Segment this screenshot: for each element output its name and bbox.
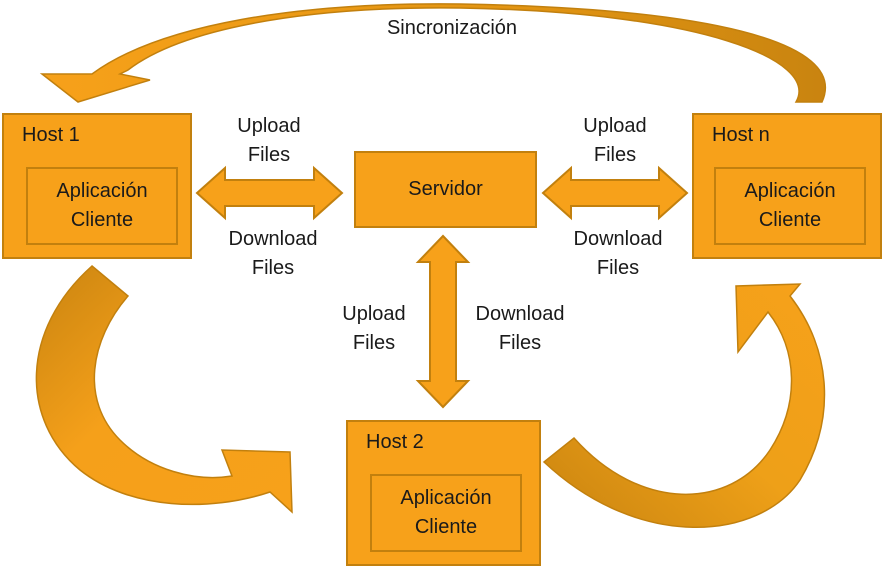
host1-to-host2-curved-arrow (35, 265, 293, 514)
hostn-box: Host n Aplicación Cliente (692, 113, 882, 259)
server-hostn-double-arrow (541, 165, 689, 221)
left-upload-label: Upload Files (237, 115, 301, 166)
right-upload-label: Upload Files (583, 115, 647, 166)
server-host2-double-arrow (415, 234, 471, 409)
hostn-app: Aplicación Cliente (714, 167, 866, 245)
host1-box: Host 1 Aplicación Cliente (2, 113, 192, 259)
server-label: Servidor (408, 178, 483, 200)
bottom-upload-label: Upload Files (342, 303, 406, 354)
host2-app: Aplicación Cliente (370, 474, 522, 552)
sync-label: Sincronización (386, 17, 518, 39)
bottom-download-label: Download Files (475, 303, 565, 354)
right-download-label: Download Files (573, 228, 663, 279)
hostn-title: Host n (712, 124, 770, 146)
host2-to-hostn-curved-arrow (542, 283, 826, 528)
host2-title: Host 2 (366, 431, 424, 453)
host1-server-double-arrow (195, 165, 344, 221)
host1-app: Aplicación Cliente (26, 167, 178, 245)
host1-title: Host 1 (22, 124, 80, 146)
server-box: Servidor (354, 151, 537, 228)
host2-box: Host 2 Aplicación Cliente (346, 420, 541, 566)
sync-curved-arrow (39, 3, 827, 103)
left-download-label: Download Files (228, 228, 318, 279)
